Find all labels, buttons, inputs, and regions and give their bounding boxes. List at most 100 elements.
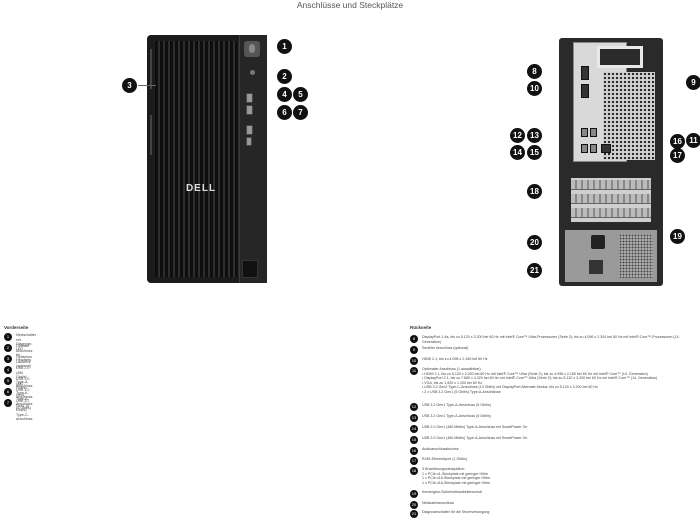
callout-10: 10	[527, 81, 542, 96]
item-number: 2	[4, 344, 12, 352]
item-text: Serieller Anschluss (optional)	[422, 346, 469, 350]
hdmi-port-icon	[581, 84, 589, 98]
item-text: USB 2.0 (480 Gbit/s) Type-A-Anschluss	[16, 366, 33, 389]
callout-17: 17	[670, 148, 685, 163]
headset-jack-icon	[250, 70, 255, 75]
expansion-slots	[571, 178, 651, 222]
usb-a-port-icon	[246, 125, 253, 135]
callout-20: 20	[527, 235, 542, 250]
front-list-heading: Vorderseite	[4, 325, 29, 330]
item-text: USB 3.2 Gen1 (5 Gbit/s) Type-C-Anschluss	[16, 399, 33, 422]
callout-16: 16	[670, 134, 685, 149]
front-tower-image: DELL	[147, 35, 267, 283]
item-number: 11	[410, 367, 418, 375]
optical-drive-slit	[150, 115, 152, 155]
usb-a-port-icon	[590, 144, 597, 153]
callout-19: 19	[670, 229, 685, 244]
brand-logo: DELL	[185, 183, 217, 194]
usb-a-port-icon	[581, 144, 588, 153]
usb-a-port-icon	[246, 105, 253, 115]
item-number: 16	[410, 447, 418, 455]
callout-6: 6	[277, 105, 292, 120]
list-item: 4 USB 2.0 (480 Gbit/s) Type-A-Anschluss	[4, 366, 32, 389]
item-text: DisplayPort 1.4a, bis zu 5.120 x 3.200 b…	[422, 335, 680, 344]
callout-leader	[138, 85, 156, 86]
item-text: Kensington-Sicherheitskabeleinschub	[422, 490, 482, 494]
expansion-slot	[571, 208, 651, 218]
optical-drive-slit	[150, 49, 152, 89]
list-item: 2 Globaler Anschluss für Headsets	[4, 344, 32, 362]
list-item: 8 DisplayPort 1.4a, bis zu 5.120 x 3.200 …	[410, 335, 696, 344]
expansion-slot	[571, 194, 651, 204]
callout-4: 4	[277, 87, 292, 102]
power-cable-connector-icon	[591, 235, 605, 249]
power-supply	[565, 230, 657, 282]
callout-5: 5	[293, 87, 308, 102]
callout-7: 7	[293, 105, 308, 120]
callout-8: 8	[527, 64, 542, 79]
item-number: 18	[410, 467, 418, 475]
list-item: 11 Optionaler Anschluss (1 auswählbar): •…	[410, 367, 696, 395]
item-text: Netzkabelanschluss	[422, 501, 454, 505]
item-number: 17	[410, 457, 418, 465]
callout-21: 21	[527, 263, 542, 278]
callout-14: 14	[510, 145, 525, 160]
front-io-panel	[239, 35, 267, 283]
page-title: Anschlüsse und Steckplätze	[296, 0, 404, 10]
callout-3: 3	[122, 78, 137, 93]
expansion-slot	[571, 180, 651, 190]
item-number: 9	[410, 346, 418, 354]
list-item: 20 Netzkabelanschluss	[410, 501, 696, 509]
item-number: 1	[4, 333, 12, 341]
displayport-icon	[581, 66, 589, 80]
item-number: 15	[410, 436, 418, 444]
item-text: Globaler Anschluss für Headsets	[16, 344, 33, 362]
usb-c-port-icon	[246, 137, 252, 146]
item-text: USB 2.0 (480 Gbit/s) Type-A-Anschluss	[16, 377, 33, 400]
item-text: USB 3.2 Gen1 Type-A-Anschluss (5 Gbit/s)	[422, 403, 491, 407]
item-number: 20	[410, 501, 418, 509]
carry-handle	[597, 46, 643, 68]
item-text: USB 2.0 Gen1 (480 Mbit/s) Type-A-Anschlu…	[422, 436, 528, 440]
usb-a-port-icon	[246, 93, 253, 103]
callout-18: 18	[527, 184, 542, 199]
power-diagnostic-button-icon	[589, 260, 603, 274]
callout-15: 15	[527, 145, 542, 160]
item-text: Audioanschlussbuchse	[422, 447, 459, 451]
list-item: 15 USB 2.0 Gen1 (480 Mbit/s) Type-A-Ansch…	[410, 436, 696, 444]
list-item: 17 RJ45-Ethernetport (1 Gbit/s)	[410, 457, 696, 465]
callout-2: 2	[277, 69, 292, 84]
callout-9: 9	[686, 75, 700, 90]
front-vent-fins	[155, 41, 239, 277]
item-number: 3	[4, 355, 12, 363]
item-text: Optionaler Anschluss (1 auswählbar): • H…	[422, 367, 658, 394]
item-text: USB 2.0 Gen1 (480 Mbit/s) Type-A-Anschlu…	[422, 425, 528, 429]
item-text: Diagnoseschalter für die Stromversorgung	[422, 510, 490, 514]
item-number: 4	[4, 366, 12, 374]
psu-fan-grille	[619, 234, 653, 278]
list-item: 1 Netzschalter mit Diagnose-LED	[4, 333, 36, 351]
item-text: HDMI 2.1, bis zu 4.096 x 2.160 bei 60 Hz	[422, 357, 488, 361]
item-text: Netzschalter mit Diagnose-LED	[16, 333, 36, 351]
item-number: 8	[410, 335, 418, 343]
usb-a-port-icon	[590, 128, 597, 137]
front-badge	[242, 260, 258, 278]
item-text: RJ45-Ethernetport (1 Gbit/s)	[422, 457, 468, 461]
item-number: 14	[410, 425, 418, 433]
item-text: USB 3.2 Gen1 Type-A-Anschluss (5 Gbit/s)	[16, 388, 33, 411]
callout-13: 13	[527, 128, 542, 143]
item-number: 7	[4, 399, 12, 407]
list-item: 16 Audioanschlussbuchse	[410, 447, 696, 455]
power-button-icon	[244, 41, 260, 57]
rear-list-heading: Rückseite	[410, 325, 432, 330]
item-text: USB 3.2 Gen1 Type-A-Anschluss (5 Gbit/s)	[422, 414, 491, 418]
